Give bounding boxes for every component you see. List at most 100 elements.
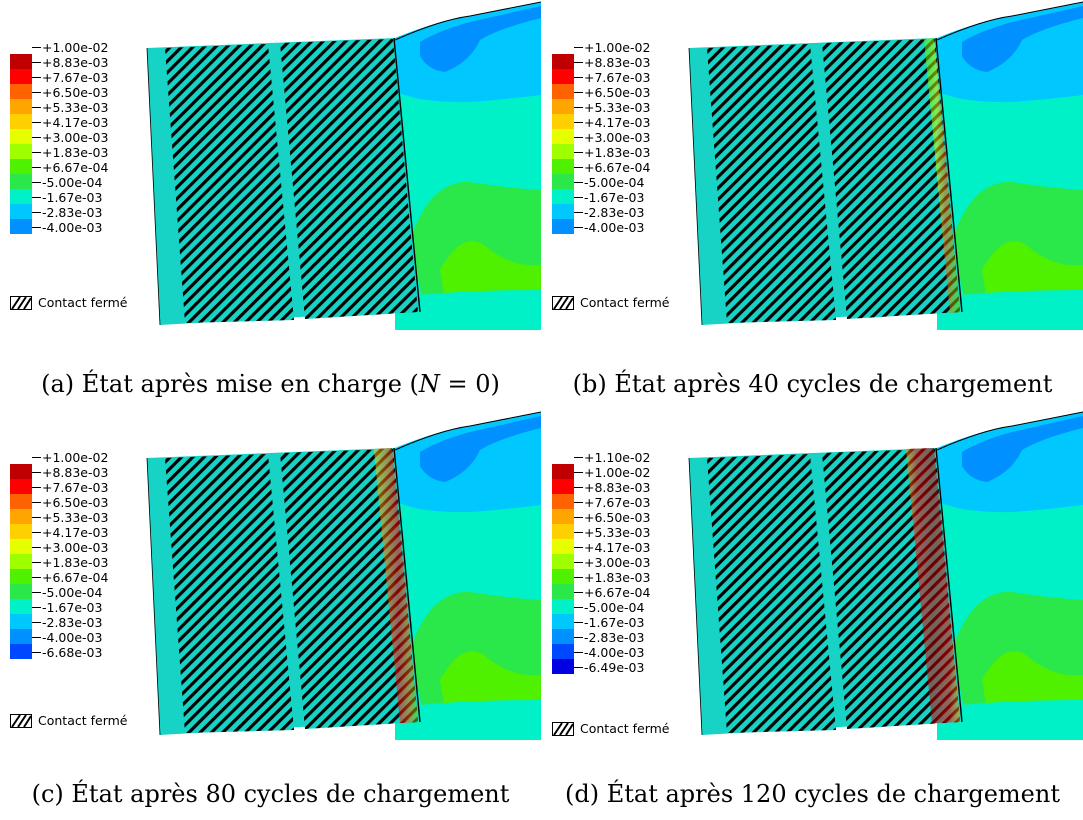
pad-left-edge bbox=[688, 47, 703, 326]
legend-tick bbox=[574, 62, 583, 63]
legend-value: -2.83e-03 bbox=[584, 205, 645, 220]
caption-text: (b) État après 40 cycles de chargement bbox=[572, 370, 1053, 398]
contact-label: Contact fermé bbox=[580, 295, 670, 310]
interface-line bbox=[935, 447, 963, 723]
region-darkblue bbox=[962, 6, 1083, 72]
legend-tick bbox=[32, 487, 41, 488]
pad-left-edge bbox=[146, 47, 161, 326]
legend-swatch bbox=[10, 644, 32, 659]
legend-tick bbox=[574, 637, 583, 638]
legend-value: -4.00e-03 bbox=[584, 220, 645, 235]
legend-swatch bbox=[10, 114, 32, 129]
legend-value: +8.83e-03 bbox=[584, 55, 651, 70]
legend-tick bbox=[574, 47, 583, 48]
legend-tick bbox=[574, 532, 583, 533]
contact-legend: Contact fermé bbox=[552, 295, 669, 310]
legend-value: +1.00e-02 bbox=[42, 40, 109, 55]
legend-tick bbox=[574, 487, 583, 488]
legend-tick bbox=[574, 592, 583, 593]
panel-caption: (b) État après 40 cycles de chargement bbox=[542, 370, 1083, 398]
contact-label: Contact fermé bbox=[38, 295, 128, 310]
top-edge bbox=[936, 1, 1083, 41]
legend-value: -5.00e-04 bbox=[584, 175, 645, 190]
hatch-zone-right bbox=[280, 39, 418, 319]
legend-swatch bbox=[10, 524, 32, 539]
legend-tick bbox=[574, 92, 583, 93]
legend-tick bbox=[574, 182, 583, 183]
legend-swatch bbox=[552, 129, 574, 144]
legend-swatch bbox=[552, 174, 574, 189]
legend-value: +1.83e-03 bbox=[584, 570, 651, 585]
legend-tick bbox=[574, 607, 583, 608]
legend-tick bbox=[32, 502, 41, 503]
legend-value: -4.00e-03 bbox=[42, 220, 103, 235]
legend-tick bbox=[574, 472, 583, 473]
caption-math: N bbox=[418, 370, 440, 398]
legend-swatch bbox=[10, 509, 32, 524]
legend-value: +3.00e-03 bbox=[42, 540, 109, 555]
top-edge bbox=[394, 1, 541, 41]
legend-tick bbox=[32, 622, 41, 623]
legend-tick bbox=[574, 577, 583, 578]
legend-tick bbox=[32, 652, 41, 653]
legend-tick bbox=[574, 547, 583, 548]
legend-swatch bbox=[552, 219, 574, 234]
interface-line bbox=[393, 447, 421, 723]
legend-tick bbox=[574, 212, 583, 213]
legend-tick bbox=[574, 667, 583, 668]
legend-value: +1.83e-03 bbox=[42, 555, 109, 570]
legend-value: -6.49e-03 bbox=[584, 660, 645, 675]
legend-value: -2.83e-03 bbox=[42, 205, 103, 220]
legend-tick bbox=[32, 562, 41, 563]
legend-tick bbox=[574, 107, 583, 108]
hatch-zone-left bbox=[165, 44, 294, 323]
hatch-zone-left bbox=[707, 454, 836, 733]
legend-swatch bbox=[10, 54, 32, 69]
legend-swatch bbox=[552, 144, 574, 159]
legend-tick bbox=[32, 532, 41, 533]
legend-value: +1.00e-02 bbox=[42, 450, 109, 465]
legend-value: +3.00e-03 bbox=[584, 555, 651, 570]
legend-tick bbox=[32, 517, 41, 518]
legend-swatch bbox=[10, 629, 32, 644]
legend-value: +4.17e-03 bbox=[42, 525, 109, 540]
legend-swatch bbox=[552, 159, 574, 174]
legend-tick bbox=[32, 77, 41, 78]
figure-panel-a: +1.00e-02+8.83e-03+7.67e-03+6.50e-03+5.3… bbox=[0, 0, 541, 410]
legend-value: +3.00e-03 bbox=[42, 130, 109, 145]
legend-value: +8.83e-03 bbox=[584, 480, 651, 495]
legend-value: -1.67e-03 bbox=[42, 190, 103, 205]
panel-caption: (d) État après 120 cycles de chargement bbox=[542, 780, 1083, 808]
legend-swatch bbox=[10, 464, 32, 479]
legend-tick bbox=[574, 137, 583, 138]
contour-plot bbox=[146, 1, 541, 330]
legend-value: +7.67e-03 bbox=[584, 70, 651, 85]
legend-value: +8.83e-03 bbox=[42, 465, 109, 480]
contact-label: Contact fermé bbox=[38, 713, 128, 728]
region-darkblue bbox=[420, 6, 541, 72]
legend-swatch bbox=[552, 494, 574, 509]
legend-value: +5.33e-03 bbox=[42, 100, 109, 115]
legend-swatch bbox=[552, 54, 574, 69]
legend-tick bbox=[574, 457, 583, 458]
legend-tick bbox=[32, 137, 41, 138]
damage-band-hatch bbox=[374, 448, 418, 723]
legend-value: +1.10e-02 bbox=[584, 450, 651, 465]
legend-tick bbox=[32, 457, 41, 458]
legend-value: -2.83e-03 bbox=[42, 615, 103, 630]
legend-swatch bbox=[10, 584, 32, 599]
legend-value: +4.17e-03 bbox=[584, 115, 651, 130]
legend-swatch bbox=[552, 114, 574, 129]
pad-left-edge bbox=[688, 457, 703, 736]
legend-value: +4.17e-03 bbox=[42, 115, 109, 130]
figure-panel-c: +1.00e-02+8.83e-03+7.67e-03+6.50e-03+5.3… bbox=[0, 410, 541, 820]
contact-legend: Contact fermé bbox=[552, 721, 669, 736]
contact-label: Contact fermé bbox=[580, 721, 670, 736]
legend-tick bbox=[32, 152, 41, 153]
legend-tick bbox=[32, 607, 41, 608]
legend-value: +7.67e-03 bbox=[584, 495, 651, 510]
legend-tick bbox=[32, 227, 41, 228]
legend-swatch bbox=[10, 144, 32, 159]
legend-tick bbox=[32, 197, 41, 198]
legend-tick bbox=[574, 152, 583, 153]
